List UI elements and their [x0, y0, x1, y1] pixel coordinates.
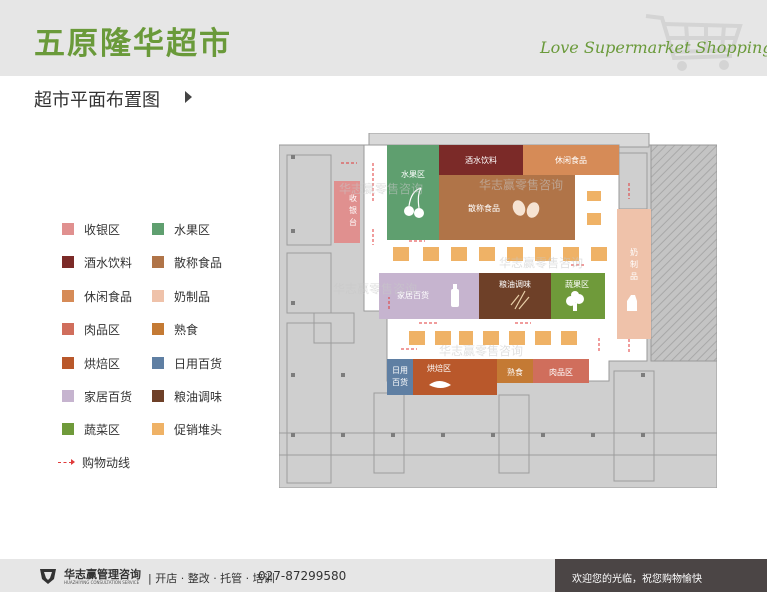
legend-item-liquor: 酒水饮料 [62, 255, 132, 270]
zone-label-home: 家居百货 [397, 290, 429, 300]
cherry-icon [404, 187, 424, 218]
phone-number: 027-87299580 [258, 569, 347, 583]
legend-item-promo: 促销堆头 [152, 422, 222, 437]
wheat-icon [510, 290, 530, 310]
watermark: 华志赢零售咨询 [479, 177, 563, 192]
header-bar [0, 0, 767, 76]
zone-snack [523, 145, 619, 175]
shopping-cart-icon [645, 14, 743, 71]
zone-label-fruit: 水果区 [401, 169, 425, 179]
zone-home [379, 273, 479, 319]
zone-label-dairy: 奶制品 [630, 247, 638, 281]
section-title: 超市平面布置图 [34, 90, 160, 111]
legend-swatch [152, 223, 164, 235]
bottle-icon [451, 284, 459, 307]
zone-bulk [439, 175, 575, 240]
company-name: 华志赢管理咨询 [64, 568, 141, 581]
zone-grain [479, 273, 551, 319]
legend-item-meat: 肉品区 [62, 322, 120, 337]
route-line-icon [58, 458, 75, 465]
zone-label-daily: 日用百货 [392, 366, 408, 387]
zone-dairy [617, 209, 651, 339]
floor-plan: 收银台 水果区 酒水饮料 休闲食品 散称食品 奶制品 家居百货 粮油调味 蔬果区… [279, 133, 717, 488]
shopping-route [341, 162, 630, 353]
zone-fruit [387, 145, 439, 240]
zone-label-grain: 粮油调味 [499, 279, 531, 289]
legend-item-fruit: 水果区 [152, 222, 210, 237]
milk-icon [627, 295, 637, 311]
legend-item-veg: 蔬菜区 [62, 422, 120, 437]
zone-label-bulk: 散称食品 [468, 203, 500, 213]
watermark: 华志赢零售咨询 [339, 181, 423, 196]
legend-item-home: 家居百货 [62, 389, 132, 404]
legend-item-bulk: 散称食品 [152, 255, 222, 270]
seeds-icon [512, 200, 540, 218]
legend-swatch [62, 423, 74, 435]
legend-swatch [152, 256, 164, 268]
slogan: Love Supermarket Shopping [540, 38, 767, 57]
legend-swatch [62, 223, 74, 235]
legend-item-route: 购物动线 [58, 455, 130, 470]
legend-item-bakery: 烘焙区 [62, 356, 120, 371]
zone-cashier [334, 181, 360, 243]
legend-swatch [152, 423, 164, 435]
legend-swatch [152, 290, 164, 302]
promo-stacks [393, 191, 607, 345]
legend-swatch [62, 390, 74, 402]
legend-item-snack: 休闲食品 [62, 289, 132, 304]
zone-liquor [439, 145, 523, 175]
company-logo-icon [40, 569, 56, 584]
legend-item-dairy: 奶制品 [152, 289, 210, 304]
legend-swatch [152, 357, 164, 369]
legend-swatch [62, 323, 74, 335]
watermark: 华志赢零售咨询 [499, 255, 583, 270]
legend-item-cashier: 收银区 [62, 222, 120, 237]
legend-swatch [62, 290, 74, 302]
welcome-text: 欢迎您的光临，祝您购物愉快 [572, 574, 702, 585]
bread-icon [429, 381, 451, 388]
zone-daily [387, 359, 413, 395]
zone-label-veg: 蔬果区 [565, 279, 589, 289]
legend-item-deli: 熟食 [152, 322, 198, 337]
broccoli-icon [566, 291, 584, 311]
legend-swatch [152, 390, 164, 402]
company-name-en: HUAZHIYING CONSULTATION SERVICE [64, 580, 140, 585]
watermark: 华志赢零售咨询 [439, 343, 523, 358]
zone-label-meat: 肉品区 [549, 367, 573, 377]
hatched-area [650, 144, 717, 362]
watermark: 华志赢零售咨询 [333, 281, 417, 296]
store-title: 五原隆华超市 [34, 26, 232, 62]
zone-label-cashier-1: 收 [349, 193, 357, 203]
zone-label-bakery: 烘焙区 [427, 363, 451, 373]
zone-label-liquor: 酒水饮料 [465, 155, 497, 165]
zone-meat [533, 359, 589, 383]
zone-deli [497, 359, 533, 383]
zone-label-snack: 休闲食品 [555, 155, 587, 165]
legend-swatch [152, 323, 164, 335]
zone-label-deli: 熟食 [507, 367, 523, 377]
legend-item-daily: 日用百货 [152, 356, 222, 371]
services-text: | 开店 · 整改 · 托管 · 培训 [148, 572, 275, 585]
footer-dark-panel [555, 559, 767, 592]
legend-item-grain: 粮油调味 [152, 389, 222, 404]
play-arrow-icon [185, 91, 192, 103]
legend-swatch [62, 256, 74, 268]
zone-label-cashier: 收银台 [349, 193, 357, 227]
zone-bakery [413, 359, 497, 395]
legend-swatch [62, 357, 74, 369]
